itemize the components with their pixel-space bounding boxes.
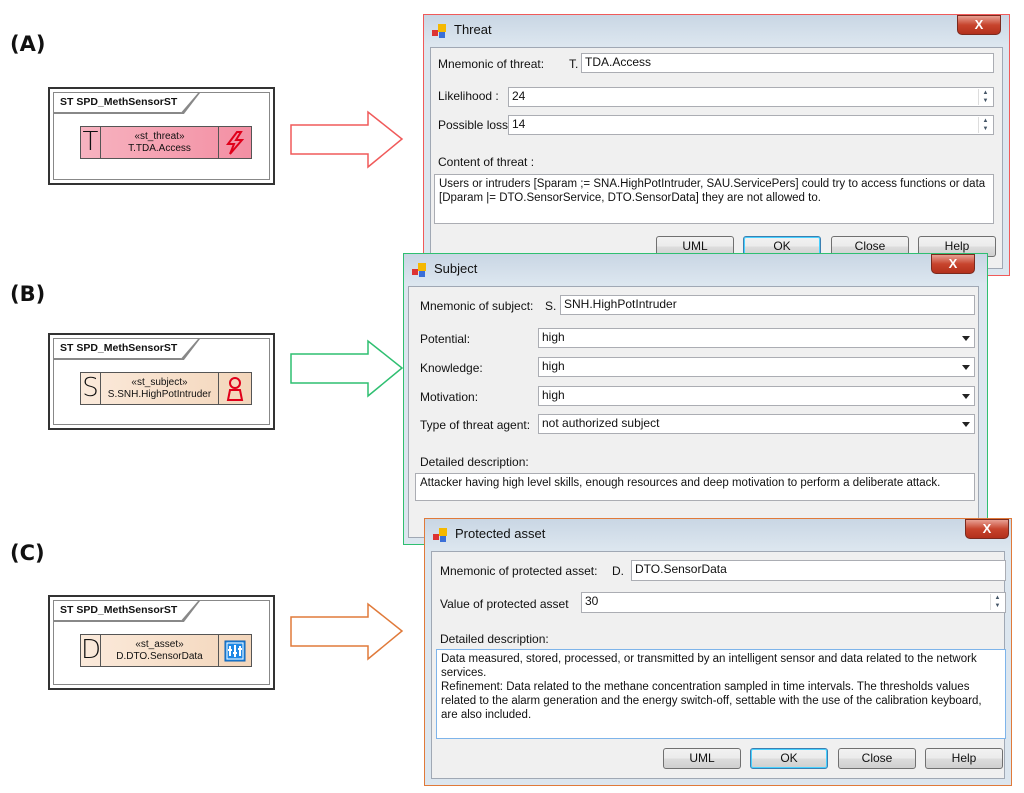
ok-button[interactable]: OK [750,748,828,769]
subject-element[interactable]: S «st_subject»S.SNH.HighPotIntruder [80,372,252,405]
threat-element[interactable]: T «st_threat»T.TDA.Access [80,126,252,159]
ok-button[interactable]: OK [743,236,821,257]
potential-value: high [542,330,565,344]
panel-label-b: (B) [10,282,46,306]
possible-loss-label: Possible loss : [438,118,515,132]
panel-label-c: (C) [10,541,45,565]
app-icon [412,263,426,277]
close-icon[interactable]: X [957,15,1001,35]
app-icon [433,528,447,542]
motivation-label: Motivation: [420,390,479,404]
chevron-down-icon[interactable] [962,394,970,399]
diagram-frame-asset: ST SPD_MethSensorST D «st_asset»D.DTO.Se… [48,595,275,690]
mnemonic-input[interactable]: DTO.SensorData [631,560,1006,581]
knowledge-label: Knowledge: [420,361,483,375]
content-textarea[interactable]: Users or intruders [Sparam ;= SNA.HighPo… [434,174,994,224]
mnemonic-input[interactable]: SNH.HighPotIntruder [560,295,975,315]
arrow-right-icon-red [290,110,404,169]
element-stereotype: «st_asset» [135,639,184,650]
data-asset-icon [219,635,251,666]
close-icon[interactable]: X [931,254,975,274]
arrow-right-icon-green [290,339,404,398]
uml-button[interactable]: UML [656,236,734,257]
asset-value-label: Value of protected asset [440,597,569,611]
element-name: T.TDA.Access [128,143,191,154]
knowledge-value: high [542,359,565,373]
potential-label: Potential: [420,332,471,346]
mnemonic-prefix: S. [545,299,557,313]
asset-element[interactable]: D «st_asset»D.DTO.SensorData [80,634,252,667]
frame-title: ST SPD_MethSensorST [54,339,198,359]
element-stereotype: «st_threat» [134,131,185,142]
description-label: Detailed description: [440,632,549,646]
likelihood-value: 24 [512,89,526,103]
threat-agent-type-select[interactable]: not authorized subject [538,414,975,434]
uml-button[interactable]: UML [663,748,741,769]
chevron-down-icon[interactable] [962,422,970,427]
arrow-right-icon-orange [290,602,404,661]
spinner-arrows-icon[interactable]: ▲▼ [978,117,992,133]
possible-loss-spinner[interactable]: 14 ▲▼ [508,115,994,135]
description-label: Detailed description: [420,455,529,469]
description-textarea[interactable]: Data measured, stored, processed, or tra… [436,649,1006,739]
mnemonic-label: Mnemonic of protected asset: [440,564,598,578]
likelihood-label: Likelihood : [438,89,499,103]
knowledge-select[interactable]: high [538,357,975,377]
lightning-icon [219,127,251,158]
frame-title: ST SPD_MethSensorST [54,93,198,113]
chevron-down-icon[interactable] [962,336,970,341]
possible-loss-value: 14 [512,117,526,131]
mnemonic-label: Mnemonic of threat: [438,57,545,71]
close-button[interactable]: Close [838,748,916,769]
app-icon [432,24,446,38]
dialog-title: Subject [434,261,478,276]
element-name: D.DTO.SensorData [116,651,203,662]
dialog-title: Protected asset [455,526,546,541]
content-label: Content of threat : [438,155,535,169]
likelihood-spinner[interactable]: 24 ▲▼ [508,87,994,107]
threat-dialog: Threat X Mnemonic of threat: T. TDA.Acce… [423,14,1010,276]
element-letter: D [81,635,102,666]
element-name: S.SNH.HighPotIntruder [107,389,212,400]
frame-title: ST SPD_MethSensorST [54,601,198,621]
close-icon[interactable]: X [965,519,1009,539]
protected-asset-dialog: Protected asset X Mnemonic of protected … [424,518,1012,786]
mnemonic-prefix: D. [612,564,624,578]
dialog-title: Threat [454,22,492,37]
motivation-select[interactable]: high [538,386,975,406]
panel-label-a: (A) [10,32,46,56]
diagram-frame-threat: ST SPD_MethSensorST T «st_threat»T.TDA.A… [48,87,275,185]
person-icon [219,373,251,404]
mnemonic-label: Mnemonic of subject: [420,299,534,313]
diagram-frame-subject: ST SPD_MethSensorST S «st_subject»S.SNH.… [48,333,275,430]
help-button[interactable]: Help [925,748,1003,769]
chevron-down-icon[interactable] [962,365,970,370]
element-letter: S [81,373,101,404]
spinner-arrows-icon[interactable]: ▲▼ [978,89,992,105]
asset-value-spinner[interactable]: 30 ▲▼ [581,592,1006,613]
spinner-arrows-icon[interactable]: ▲▼ [990,594,1004,610]
threat-agent-type-value: not authorized subject [542,416,660,430]
motivation-value: high [542,388,565,402]
subject-dialog: Subject X Mnemonic of subject: S. SNH.Hi… [403,253,988,545]
mnemonic-prefix: T. [569,57,579,71]
element-letter: T [81,127,101,158]
threat-agent-type-label: Type of threat agent: [420,418,531,432]
description-textarea[interactable]: Attacker having high level skills, enoug… [415,473,975,501]
element-stereotype: «st_subject» [131,377,188,388]
potential-select[interactable]: high [538,328,975,348]
mnemonic-input[interactable]: TDA.Access [581,53,994,73]
asset-value: 30 [585,594,599,608]
